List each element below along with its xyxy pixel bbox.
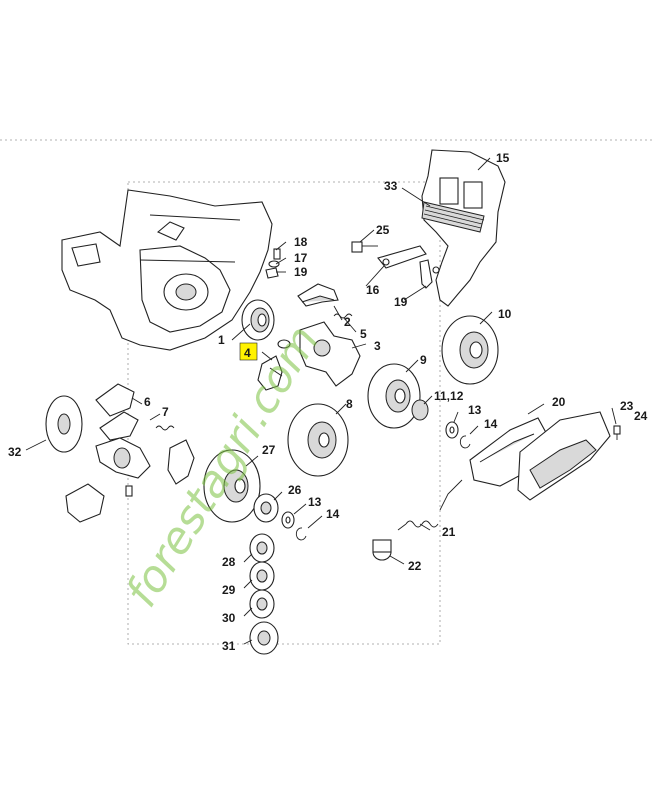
callout-14b: 14 — [326, 507, 340, 521]
callout-3: 3 — [374, 339, 381, 353]
callout-30: 30 — [222, 611, 236, 625]
assembly-group-box — [127, 181, 441, 645]
callout-15: 15 — [496, 151, 510, 165]
sprocket-cover — [421, 149, 506, 307]
callout-1: 1 — [218, 333, 225, 347]
tension-bolt — [351, 241, 378, 253]
clutch-shoe-upper — [297, 283, 339, 307]
clutch-center — [299, 321, 361, 387]
small-pin-left — [125, 485, 133, 497]
clutch-shoe-left-bottom — [65, 483, 105, 523]
tensioner-pin — [419, 259, 440, 289]
clutch-carrier-left — [95, 437, 151, 479]
callout-10: 10 — [498, 307, 512, 321]
side-cover-20 — [517, 411, 611, 501]
needle-bearing — [411, 399, 429, 421]
callout-16: 16 — [366, 283, 380, 297]
callout-13b: 13 — [308, 495, 322, 509]
callout-25: 25 — [376, 223, 390, 237]
sleeve-22 — [372, 539, 392, 561]
callout-27: 27 — [262, 443, 276, 457]
callout-24: 24 — [634, 409, 648, 423]
e-clip-14b — [295, 527, 307, 541]
callout-13a: 13 — [468, 403, 482, 417]
flywheel-disc-32 — [45, 395, 83, 453]
callout-20: 20 — [552, 395, 566, 409]
crankcase-housing — [61, 189, 273, 351]
callout-7: 7 — [162, 405, 169, 419]
tension-spring-21 — [397, 479, 463, 531]
rim-sprocket-31 — [249, 621, 279, 655]
clutch-shoe-lower — [257, 355, 283, 391]
callout-labels: 15 33 25 18 17 19 16 19 1 2 5 3 4 10 9 1… — [8, 151, 648, 653]
screw-23 — [613, 425, 621, 440]
small-clip-19 — [265, 267, 279, 279]
callout-23: 23 — [620, 399, 634, 413]
callout-32: 32 — [8, 445, 22, 459]
callout-19b: 19 — [394, 295, 408, 309]
clutch-shoe-left-right — [167, 439, 195, 485]
callout-21: 21 — [442, 525, 456, 539]
callout-6: 6 — [144, 395, 151, 409]
callout-11-12: 11,12 — [434, 389, 464, 403]
highlight-marker-4 — [239, 342, 258, 361]
leader-lines — [25, 157, 617, 645]
callout-28: 28 — [222, 555, 236, 569]
clutch-spring-small — [277, 339, 291, 349]
clutch-drum-9 — [367, 363, 421, 429]
callout-9: 9 — [420, 353, 427, 367]
callout-14a: 14 — [484, 417, 498, 431]
callout-18: 18 — [294, 235, 308, 249]
callout-8: 8 — [346, 397, 353, 411]
callout-26: 26 — [288, 483, 302, 497]
callout-2: 2 — [344, 315, 351, 329]
callout-4: 4 — [244, 346, 251, 360]
spring-7 — [155, 425, 175, 431]
clutch-drum-8 — [287, 403, 349, 477]
callout-29: 29 — [222, 583, 236, 597]
sprocket-drum-27 — [203, 449, 261, 523]
rim-sprocket-30 — [249, 589, 275, 619]
callout-17: 17 — [294, 251, 308, 265]
callout-22: 22 — [408, 559, 422, 573]
clutch-spring-5 — [333, 313, 353, 319]
small-screw-18 — [273, 248, 281, 260]
callout-19a: 19 — [294, 265, 308, 279]
small-washer-17 — [268, 260, 280, 268]
rim-sprocket-28 — [249, 533, 275, 563]
e-clip-14a — [459, 435, 471, 449]
callout-31: 31 — [222, 639, 236, 653]
clutch-shoe-6 — [95, 383, 139, 441]
washer-13a — [445, 421, 459, 439]
clutch-carrier — [241, 299, 275, 341]
rim-sprocket-26 — [253, 493, 279, 523]
callout-5: 5 — [360, 327, 367, 341]
callout-33: 33 — [384, 179, 398, 193]
rim-sprocket-29 — [249, 561, 275, 591]
washer-13b — [281, 511, 295, 529]
chain-tensioner — [377, 245, 427, 269]
sprocket-drum-10 — [441, 315, 499, 385]
